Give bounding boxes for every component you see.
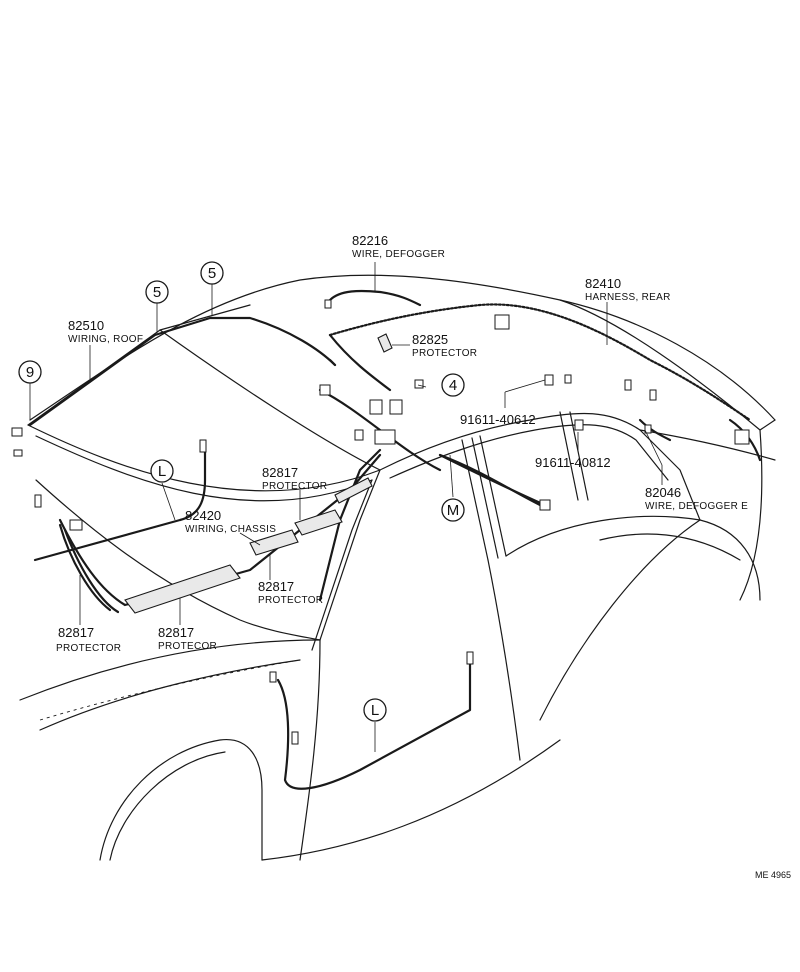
callout-5b: 5 xyxy=(208,265,216,282)
part-82817-c-name: PROTECTOR xyxy=(56,643,121,654)
l-loop-door xyxy=(276,658,472,790)
callout-l1: L xyxy=(158,463,166,480)
callout-circle-4 xyxy=(441,373,465,397)
part-82510-number: 82510 xyxy=(68,318,104,333)
part-82420-number: 82420 xyxy=(185,508,221,523)
part-82825-name: PROTECTOR xyxy=(412,348,477,359)
part-82817-d-name: PROTECOR xyxy=(158,641,217,652)
callout-circle-9 xyxy=(18,360,42,384)
wiring-harnesses xyxy=(28,289,762,790)
rear-harness xyxy=(328,303,752,422)
part-82510-name: WIRING, ROOF xyxy=(68,334,143,345)
callout-circle-5a xyxy=(145,280,169,304)
connectors xyxy=(11,299,750,745)
part-82817-d-number: 82817 xyxy=(158,625,194,640)
defogger-wire xyxy=(328,289,422,307)
part-82046-number: 82046 xyxy=(645,485,681,500)
part-91611-40612-number: 91611-40612 xyxy=(460,412,536,427)
callout-5a: 5 xyxy=(153,284,161,301)
roof-wiring xyxy=(28,316,337,427)
callout-circle-l1 xyxy=(150,459,174,483)
part-labels: 82216 WIRE, DEFOGGER 82410 HARNESS, REAR… xyxy=(56,233,791,880)
part-82216-number: 82216 xyxy=(352,233,388,248)
part-82825-number: 82825 xyxy=(412,332,448,347)
protector-82817-b xyxy=(249,529,299,556)
part-82817-b-number: 82817 xyxy=(258,579,294,594)
callout-m: M xyxy=(447,502,460,519)
part-82817-b-name: PROTECTOR xyxy=(258,595,323,606)
part-91611-40812-number: 91611-40812 xyxy=(535,455,611,470)
protector-82817-d xyxy=(334,477,373,504)
protector-82817-c xyxy=(124,564,241,614)
car-body-outline xyxy=(19,274,776,861)
figure-code: ME 4965 xyxy=(755,870,791,880)
protector-82817-a xyxy=(294,509,343,536)
callout-9: 9 xyxy=(26,364,34,381)
chassis-wiring xyxy=(58,453,382,607)
callout-l2: L xyxy=(371,702,379,719)
part-82410-number: 82410 xyxy=(585,276,621,291)
leader-lines xyxy=(29,262,663,752)
callout-4: 4 xyxy=(449,377,457,394)
part-82420-name: WIRING, CHASSIS xyxy=(185,524,276,535)
part-82817-a-number: 82817 xyxy=(262,465,298,480)
protectors xyxy=(124,333,393,614)
part-82216-name: WIRE, DEFOGGER xyxy=(352,249,445,260)
l-loop-left xyxy=(33,448,207,562)
callout-circle-m xyxy=(441,498,465,522)
part-82046-name: WIRE, DEFOGGER E xyxy=(645,501,748,512)
part-82410-name: HARNESS, REAR xyxy=(585,292,671,303)
callout-circle-5b xyxy=(200,261,224,285)
part-82817-a-name: PROTECTOR xyxy=(262,481,327,492)
protector-82825 xyxy=(377,333,393,353)
part-82817-c-number: 82817 xyxy=(58,625,94,640)
callout-circle-l2 xyxy=(363,698,387,722)
callout-circles: 5 5 9 4 L M L xyxy=(18,261,465,722)
